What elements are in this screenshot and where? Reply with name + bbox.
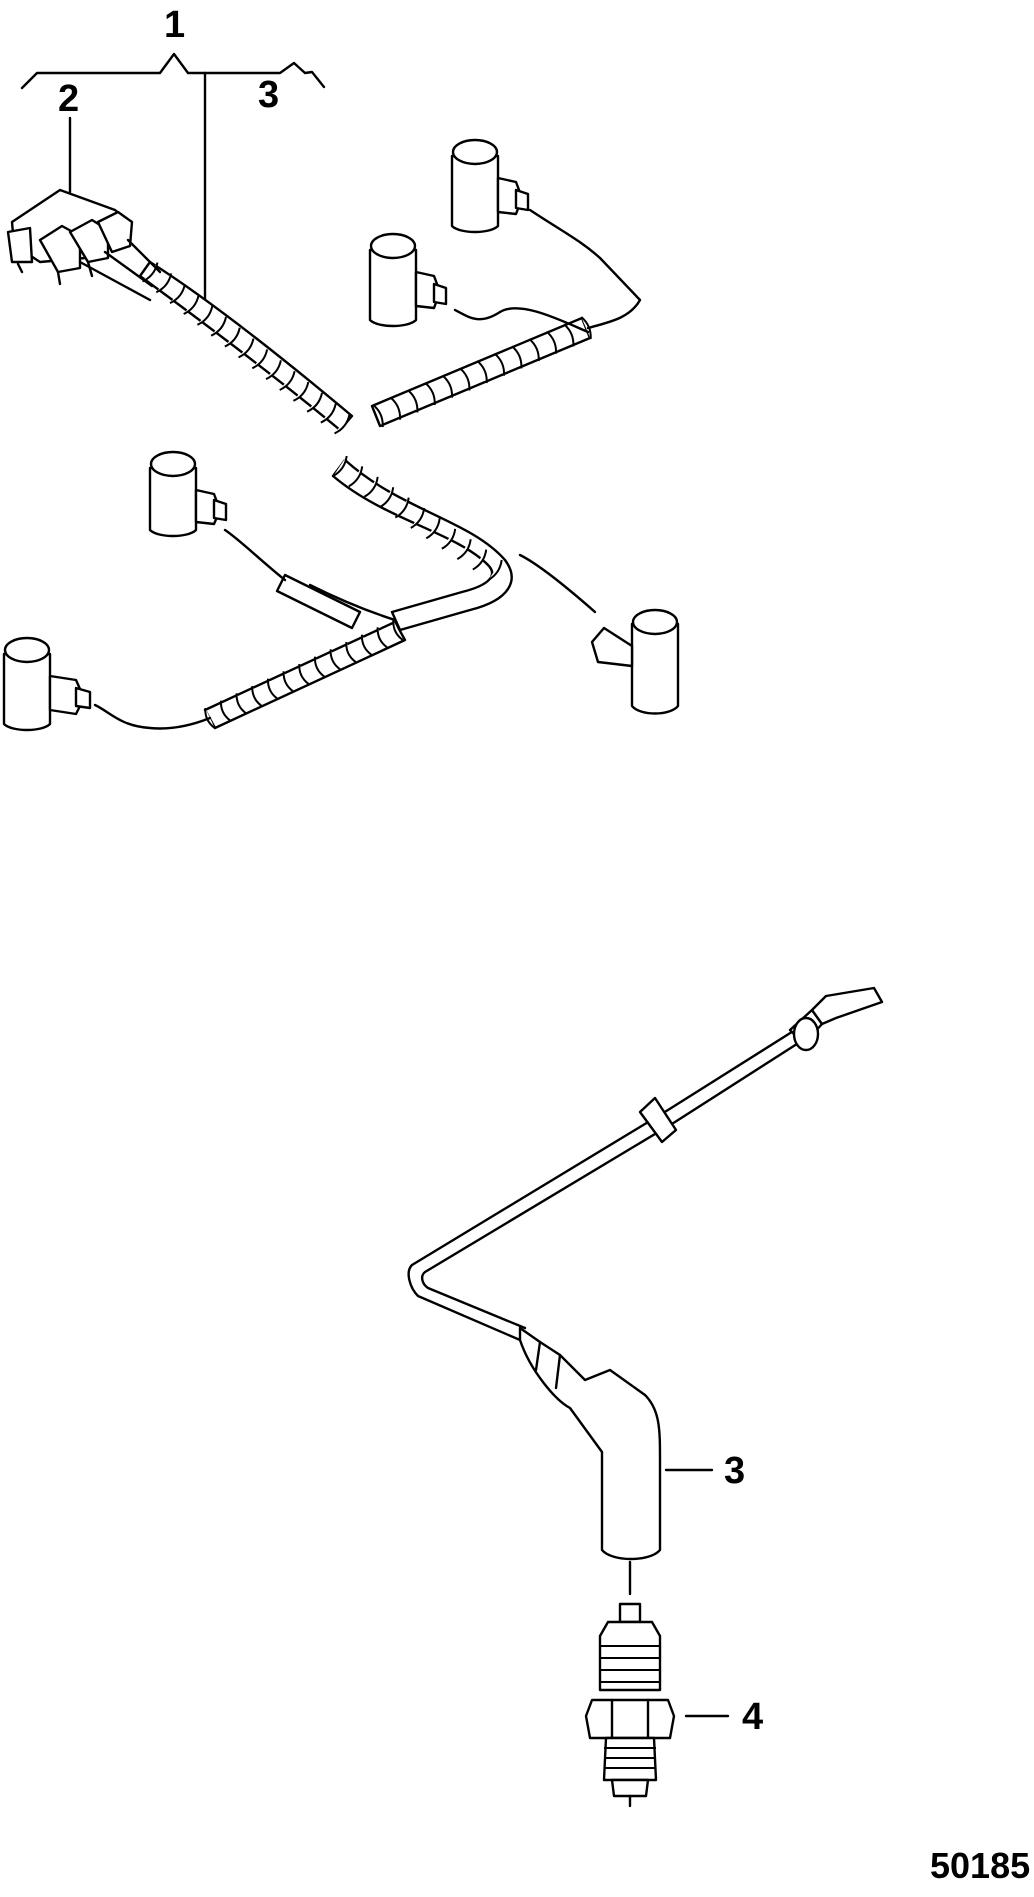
harness-branch-upper: [370, 208, 642, 428]
spiral-wrap-rib: [441, 528, 457, 550]
harness-branch-middle: [223, 528, 362, 630]
spiral-wrap-rib: [394, 497, 410, 519]
spiral-wrap-rib: [265, 360, 282, 381]
spiral-wrap-rib: [155, 273, 173, 294]
spiral-wrap-rib: [169, 284, 186, 305]
spiral-wrap-rib: [563, 323, 575, 347]
spark-plug: [584, 1560, 676, 1808]
coil-boot-right-lower: [590, 608, 680, 715]
lead-wire: [407, 986, 884, 1561]
spiral-wrap-rib: [251, 349, 269, 370]
spiral-wrap-rib: [183, 294, 200, 315]
spiral-wrap-rib: [363, 476, 379, 498]
spiral-wrap-rib: [196, 305, 214, 326]
callout-3-top: 3: [258, 74, 280, 116]
harness-main-trunk: [138, 260, 354, 435]
spiral-wrap-rib: [348, 466, 364, 488]
spiral-wrap-rib: [392, 619, 404, 641]
spiral-wrap-rib: [251, 685, 263, 707]
connector-block: [6, 188, 162, 302]
spiral-wrap-rib: [210, 316, 227, 337]
spiral-wrap-rib: [306, 392, 323, 413]
spiral-wrap-rib: [332, 455, 348, 477]
spiral-wrap-rib: [219, 700, 231, 722]
spiral-wrap-rib: [389, 396, 402, 420]
harness-branch-lower: [93, 455, 597, 730]
spiral-wrap-rib: [329, 649, 341, 671]
spiral-wrap-rib: [376, 627, 388, 649]
spiral-wrap-rib: [279, 370, 296, 391]
callout-2: 2: [58, 78, 80, 120]
coil-boot-left-upper: [148, 450, 228, 538]
spiral-wrap-rib: [238, 338, 255, 359]
spiral-wrap-rib: [235, 693, 247, 715]
spiral-wrap-rib: [298, 663, 310, 685]
spiral-wrap-rib: [345, 641, 357, 663]
spiral-wrap-rib: [487, 559, 503, 581]
coil-boot-left-lower: [2, 636, 92, 732]
spiral-wrap-rib: [528, 338, 540, 362]
spiral-wrap-rib: [282, 671, 294, 693]
spiral-wrap-rib: [360, 634, 372, 656]
callout-3-lower: 3: [724, 1450, 746, 1492]
spiral-wrap-rib: [459, 367, 471, 391]
spiral-wrap-rib: [472, 549, 488, 571]
figure-number: 50185: [930, 1845, 1031, 1886]
spiral-wrap-rib: [407, 389, 419, 413]
spiral-wrap-rib: [379, 487, 395, 509]
spiral-wrap-rib: [456, 539, 472, 561]
coil-boot-top-right: [450, 138, 530, 234]
spiral-wrap-rib: [266, 678, 278, 700]
spiral-wrap-rib: [372, 404, 384, 428]
spiral-wrap-rib: [313, 656, 325, 678]
spiral-wrap-rib: [493, 352, 506, 376]
spiral-wrap-rib: [425, 518, 441, 540]
spiral-wrap-rib: [410, 507, 426, 529]
callout-brace-1: [20, 52, 326, 307]
callout-4: 4: [742, 1696, 764, 1738]
spiral-wrap-rib: [320, 403, 337, 424]
spiral-wrap-rib: [292, 381, 310, 402]
spiral-wrap-rib: [545, 330, 558, 354]
coil-boot-mid-right: [368, 232, 448, 328]
spiral-wrap-rib: [441, 374, 454, 398]
spiral-wrap-rib: [424, 382, 436, 406]
spiral-wrap-rib: [334, 414, 351, 435]
spiral-wrap-rib: [224, 327, 241, 348]
callout-1: 1: [164, 4, 186, 46]
spiral-wrap-rib: [511, 345, 523, 369]
spiral-wrap-rib: [476, 360, 488, 384]
